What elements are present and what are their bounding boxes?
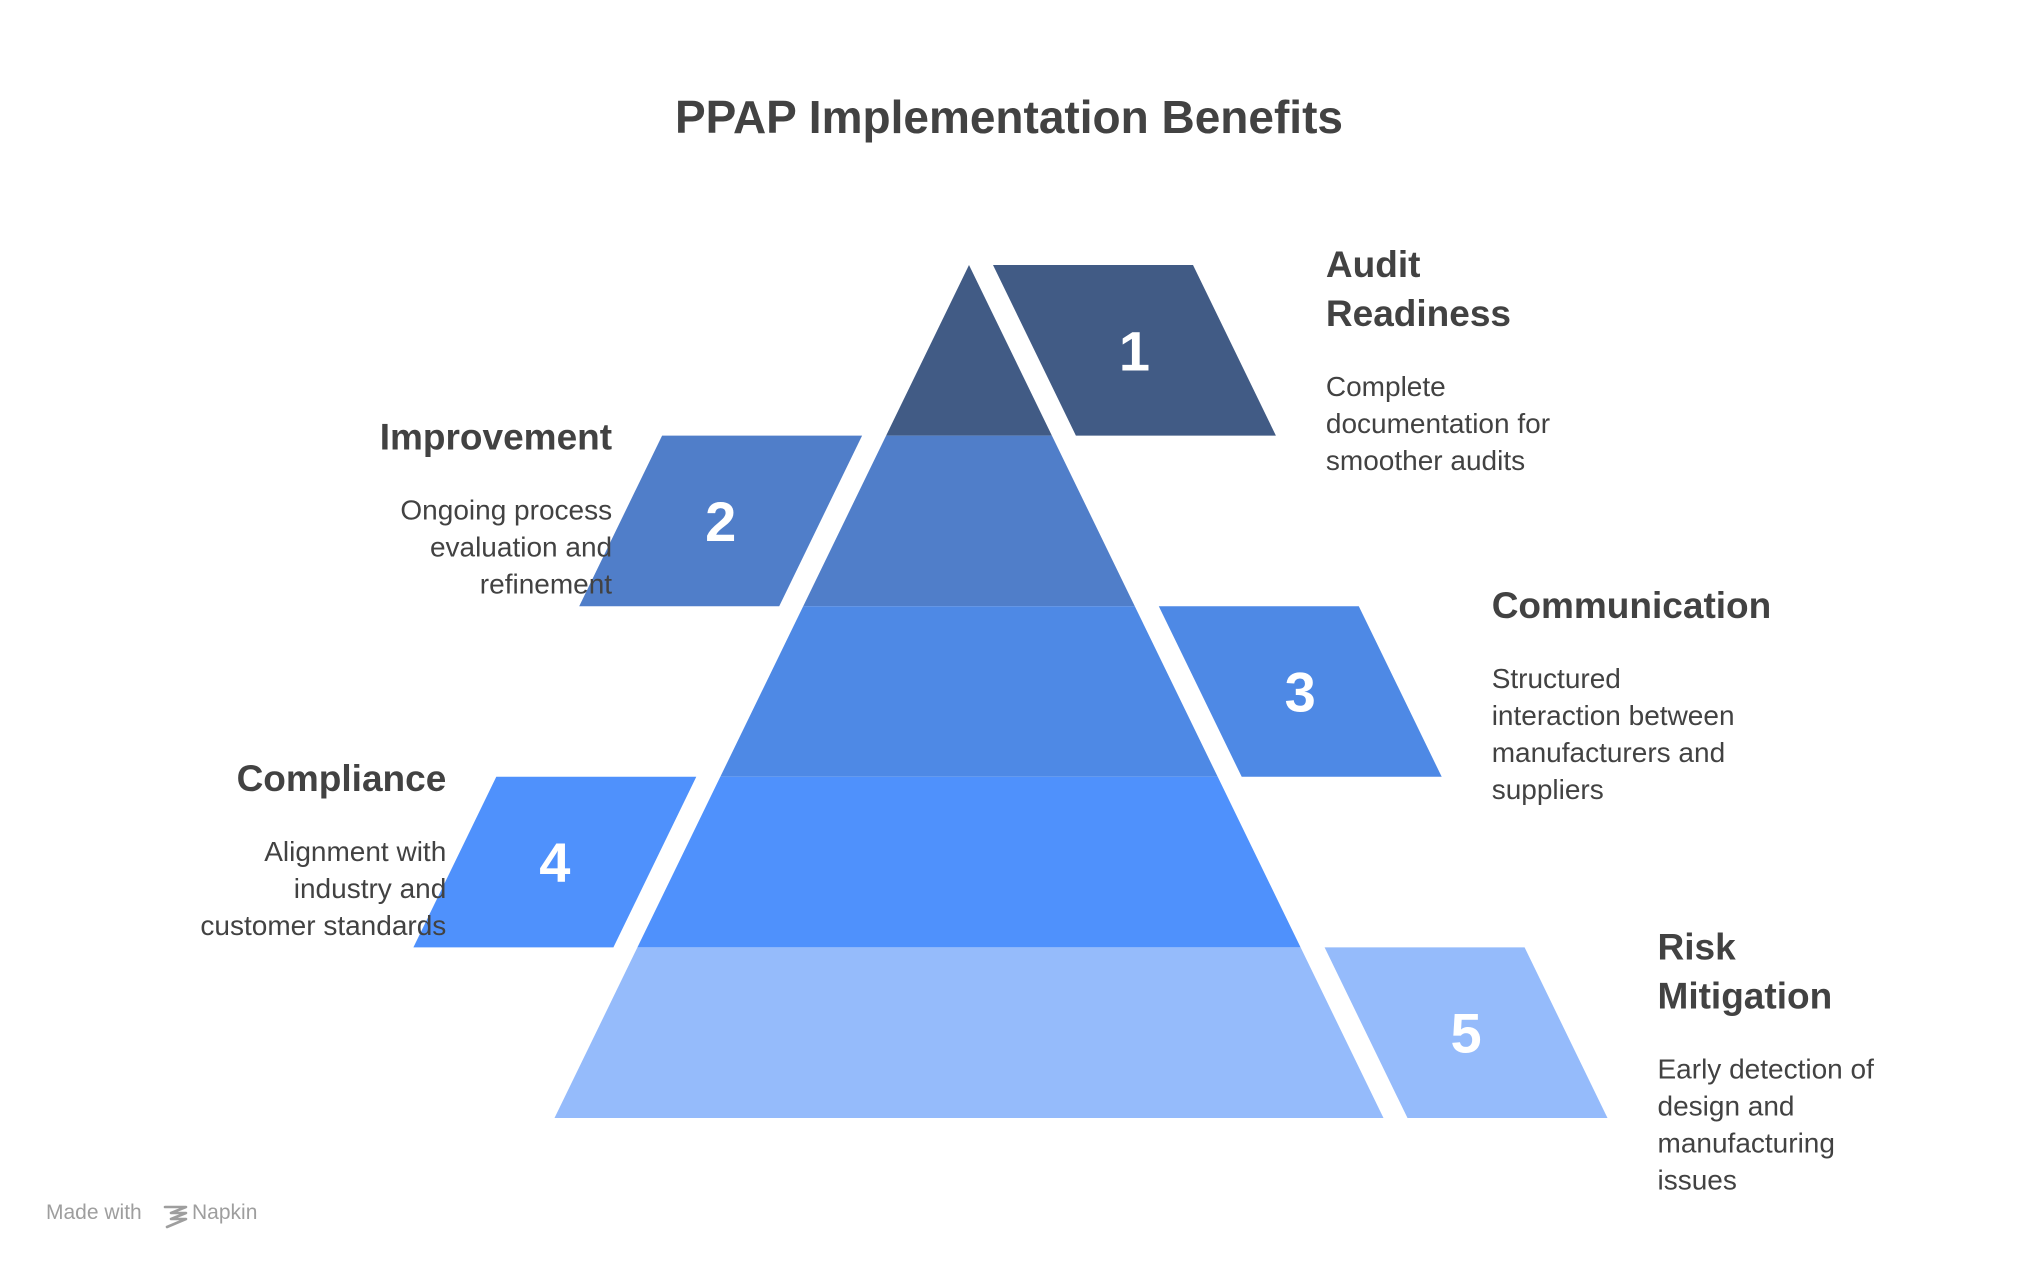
level-description: manufacturing	[1658, 1127, 1835, 1158]
pyramid-level-4	[637, 776, 1301, 948]
number-tabs: 1 2 3 4 5	[413, 265, 1608, 1118]
level-description: issues	[1658, 1164, 1737, 1195]
number-tab-4	[413, 776, 697, 948]
level-description: suppliers	[1492, 774, 1604, 805]
level-description: industry and	[294, 873, 447, 904]
level-description: customer standards	[200, 910, 446, 941]
level-number-1: 1	[1119, 319, 1150, 382]
pyramid-level-2	[803, 435, 1135, 607]
level-heading: Audit	[1326, 244, 1421, 285]
pyramid-level-5	[554, 947, 1384, 1118]
level-heading: Communication	[1492, 585, 1772, 626]
page-title: PPAP Implementation Benefits	[675, 91, 1343, 143]
napkin-logo-icon	[163, 1205, 188, 1229]
level-description: Structured	[1492, 663, 1621, 694]
watermark-prefix: Made with	[46, 1201, 142, 1224]
level-number-4: 4	[539, 831, 570, 894]
watermark: Made with Napkin	[46, 1201, 257, 1229]
level-description: interaction between	[1492, 700, 1735, 731]
level-description: evaluation and	[430, 532, 612, 563]
level-number-5: 5	[1450, 1002, 1481, 1065]
level-heading: Readiness	[1326, 293, 1511, 334]
level-heading: Mitigation	[1658, 975, 1833, 1016]
level-description: design and	[1658, 1090, 1795, 1121]
pyramid-level-3	[720, 606, 1218, 777]
number-tab-3	[1158, 606, 1442, 777]
pyramid	[554, 265, 1384, 1118]
watermark-brand: Napkin	[192, 1201, 257, 1224]
level-number-3: 3	[1285, 661, 1316, 724]
number-tab-5	[1324, 947, 1608, 1118]
level-description: smoother audits	[1326, 445, 1525, 476]
level-number-2: 2	[705, 490, 736, 553]
pyramid-level-1	[886, 265, 1052, 436]
level-description: Complete	[1326, 371, 1446, 402]
level-description: Early detection of	[1658, 1053, 1875, 1084]
level-description: refinement	[480, 569, 613, 600]
level-heading: Risk	[1658, 926, 1737, 967]
number-tab-1	[993, 265, 1276, 436]
number-tab-2	[579, 435, 863, 607]
level-description: manufacturers and	[1492, 737, 1725, 768]
level-description: Ongoing process	[400, 495, 612, 526]
level-description: documentation for	[1326, 408, 1550, 439]
level-heading: Improvement	[380, 417, 612, 458]
level-heading: Compliance	[237, 758, 447, 799]
level-description: Alignment with	[264, 836, 446, 867]
